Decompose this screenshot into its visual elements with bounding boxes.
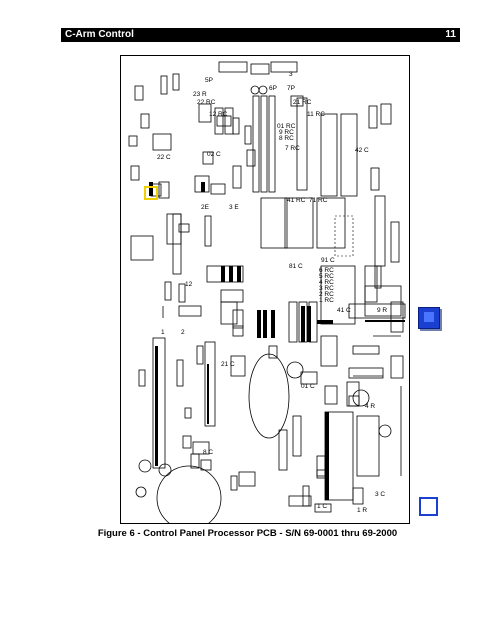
label-42c: 42 C bbox=[355, 147, 369, 154]
page-header: C-Arm Control 11 bbox=[61, 28, 460, 42]
label-9rc: 9 RC bbox=[279, 129, 294, 136]
label-6rc: 6 RC bbox=[319, 267, 334, 274]
page-number: 11 bbox=[445, 29, 456, 40]
label-4rc: 4 RC bbox=[319, 279, 334, 286]
next-page-button[interactable] bbox=[418, 307, 440, 329]
label-02c: 02 C bbox=[207, 151, 221, 158]
label-21rc: 21 RC bbox=[293, 99, 312, 106]
label-3: 3 bbox=[289, 71, 293, 78]
label-1c: 1 C bbox=[317, 503, 327, 510]
label-3rc: 3 RC bbox=[319, 285, 334, 292]
label-12: 12 bbox=[185, 281, 193, 288]
label-81c: 81 C bbox=[289, 263, 303, 270]
label-6p: 6P bbox=[269, 85, 277, 92]
pcb-schematic: 5P 23 R 22 RC 12 RC 6P 7P 21 RC 11 RC 01… bbox=[128, 61, 406, 531]
label-01rc: 01 RC bbox=[277, 123, 296, 130]
label-8rc: 8 RC bbox=[279, 135, 294, 142]
label-23r: 23 R bbox=[193, 91, 207, 98]
label-01c: 01 C bbox=[301, 383, 315, 390]
label-4r: 4 R bbox=[365, 403, 375, 410]
label-2rc: 2 RC bbox=[319, 291, 334, 298]
label-3e: 3 E bbox=[229, 204, 239, 211]
section-title: C-Arm Control bbox=[65, 29, 134, 40]
label-1rc: 1 RC bbox=[319, 297, 334, 304]
label-11rc: 11 RC bbox=[307, 111, 325, 118]
label-5p: 5P bbox=[205, 77, 213, 84]
label-12rc: 12 RC bbox=[209, 111, 228, 118]
label-1: 1 bbox=[161, 329, 165, 336]
label-7rc: 7 RC bbox=[285, 145, 300, 152]
pcb-drawing: 5P 23 R 22 RC 12 RC 6P 7P 21 RC 11 RC 01… bbox=[120, 55, 410, 531]
label-22rc: 22 RC bbox=[197, 99, 216, 106]
label-2: 2 bbox=[181, 329, 185, 336]
label-91c: 91 C bbox=[321, 257, 335, 264]
label-8c: 8 C bbox=[203, 449, 213, 456]
bookmark-checkbox[interactable] bbox=[419, 497, 438, 516]
label-41c: 41 C bbox=[337, 307, 351, 314]
label-21c: 21 C bbox=[221, 361, 235, 368]
label-3c: 3 C bbox=[375, 491, 385, 498]
label-5rc: 5 RC bbox=[319, 273, 334, 280]
label-41rc: 41 RC bbox=[287, 197, 306, 204]
label-7p: 7P bbox=[287, 85, 295, 92]
label-22c: 22 C bbox=[157, 154, 171, 161]
label-71rc: 71 RC bbox=[309, 197, 328, 204]
label-9r: 9 R bbox=[377, 307, 387, 314]
figure-caption: Figure 6 - Control Panel Processor PCB -… bbox=[97, 528, 398, 539]
page-icon bbox=[424, 312, 434, 322]
label-2e: 2E bbox=[201, 204, 210, 211]
label-1r: 1 R bbox=[357, 507, 367, 514]
